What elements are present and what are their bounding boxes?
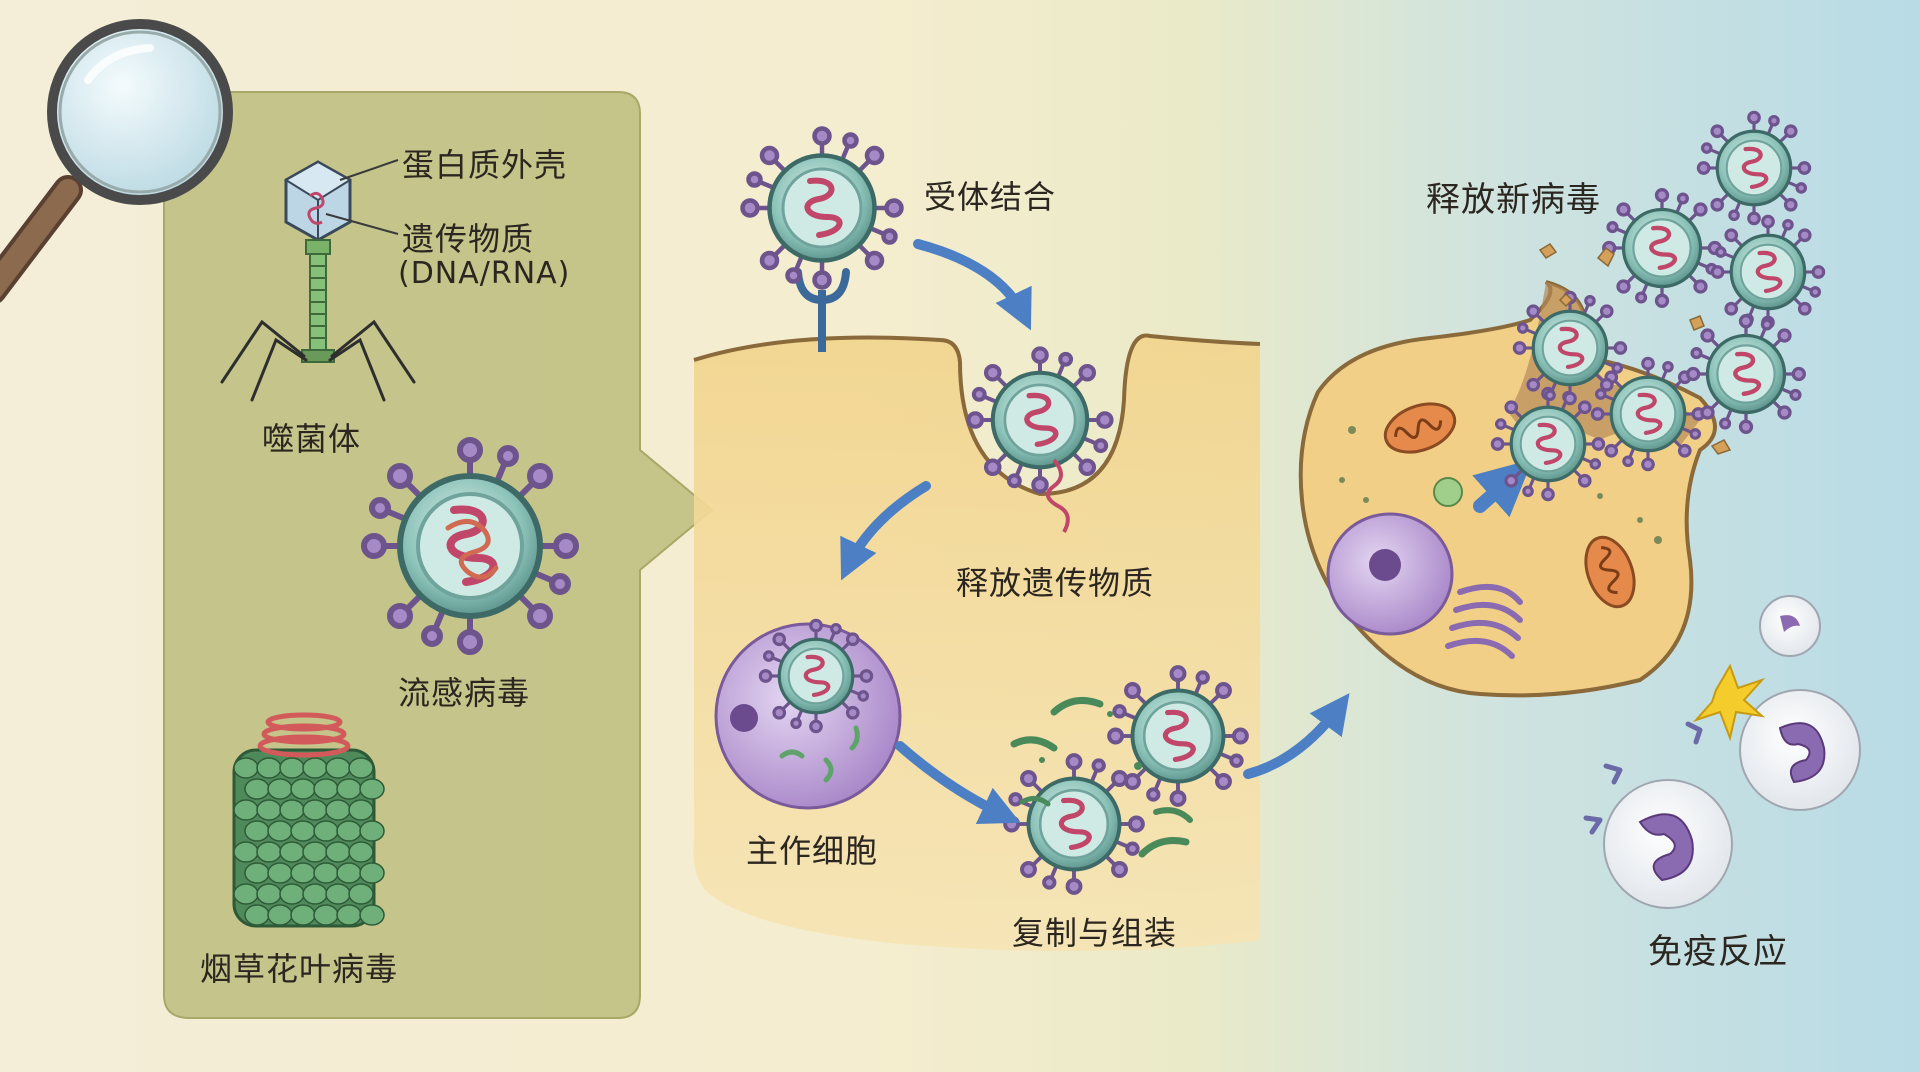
- label-replicate-assemble: 复制与组装: [1012, 914, 1178, 952]
- tmv-capsomere: [313, 778, 339, 800]
- tmv-capsomere: [348, 799, 374, 821]
- tmv-capsomere: [290, 904, 316, 926]
- tmv-capsomere: [359, 904, 385, 926]
- immune-cells: [1583, 595, 1861, 909]
- tmv-capsomere: [313, 820, 339, 842]
- tmv-capsomere: [290, 820, 316, 842]
- replication-cluster: [1005, 667, 1247, 893]
- host-cell-small: [714, 620, 902, 810]
- tmv-capsomere: [267, 862, 293, 884]
- tmv-capsomere: [256, 757, 282, 779]
- tmv-capsomere: [313, 904, 339, 926]
- released-virions: [1514, 112, 1823, 455]
- tobacco-mosaic-virus-illustration: [232, 712, 385, 928]
- tmv-capsomere: [290, 778, 316, 800]
- label-receptor-binding: 受体结合: [924, 178, 1057, 216]
- tmv-capsomere: [302, 757, 328, 779]
- tmv-capsomere: [359, 778, 385, 800]
- tmv-capsomere: [336, 778, 362, 800]
- tmv-capsomere: [325, 883, 351, 905]
- label-tmv: 烟草花叶病毒: [200, 950, 399, 988]
- influenza-virus-illustration: [364, 440, 576, 652]
- tmv-capsomere: [348, 757, 374, 779]
- tmv-capsomere: [279, 883, 305, 905]
- tmv-capsomere: [359, 820, 385, 842]
- rupturing-host-cell: [1298, 280, 1717, 698]
- label-host-cell: 主作细胞: [746, 832, 879, 870]
- cell-receptor: [794, 268, 850, 352]
- tmv-capsomere: [244, 904, 270, 926]
- tmv-capsomere: [267, 904, 293, 926]
- tmv-capsomere: [359, 862, 385, 884]
- tmv-capsomere: [302, 841, 328, 863]
- label-bacteriophage: 噬菌体: [262, 420, 362, 458]
- tmv-capsomere: [233, 757, 259, 779]
- label-genome-sub: (DNA/RNA): [398, 256, 571, 291]
- tmv-capsomere: [279, 757, 305, 779]
- tmv-capsomere: [325, 799, 351, 821]
- tmv-capsomere: [336, 820, 362, 842]
- tmv-capsomere: [279, 841, 305, 863]
- tmv-capsomere: [244, 862, 270, 884]
- tmv-capsomere: [348, 883, 374, 905]
- label-release-genome: 释放遗传物质: [956, 564, 1155, 602]
- label-genome: 遗传物质: [402, 220, 535, 258]
- tmv-capsomere: [336, 904, 362, 926]
- label-immune-response: 免疫反应: [1648, 932, 1788, 972]
- tmv-capsomere: [302, 799, 328, 821]
- tmv-capsomere: [256, 883, 282, 905]
- tmv-capsomere: [348, 841, 374, 863]
- tmv-capsomere: [244, 778, 270, 800]
- tmv-capsomere: [256, 799, 282, 821]
- tmv-capsomere: [290, 862, 316, 884]
- tmv-capsomere: [233, 883, 259, 905]
- tmv-capsomere: [256, 841, 282, 863]
- tmv-capsomere: [313, 862, 339, 884]
- tmv-capsomere: [325, 757, 351, 779]
- virus-binding: [743, 129, 902, 288]
- label-influenza: 流感病毒: [398, 674, 531, 712]
- tmv-capsomere: [267, 820, 293, 842]
- tmv-capsomere: [325, 841, 351, 863]
- tmv-capsomere: [233, 799, 259, 821]
- tmv-capsomere: [336, 862, 362, 884]
- label-capsid: 蛋白质外壳: [402, 146, 568, 184]
- step-arrows: [840, 239, 1350, 825]
- tmv-capsomere: [233, 841, 259, 863]
- tmv-capsomere: [244, 820, 270, 842]
- tmv-capsomere: [267, 778, 293, 800]
- label-release-virions: 释放新病毒: [1426, 180, 1601, 220]
- bacteriophage-illustration: [220, 159, 416, 402]
- tmv-capsomere: [279, 799, 305, 821]
- magnifying-glass-icon: [0, 19, 233, 303]
- tmv-capsomere: [302, 883, 328, 905]
- virus-endocytosis: [968, 348, 1111, 533]
